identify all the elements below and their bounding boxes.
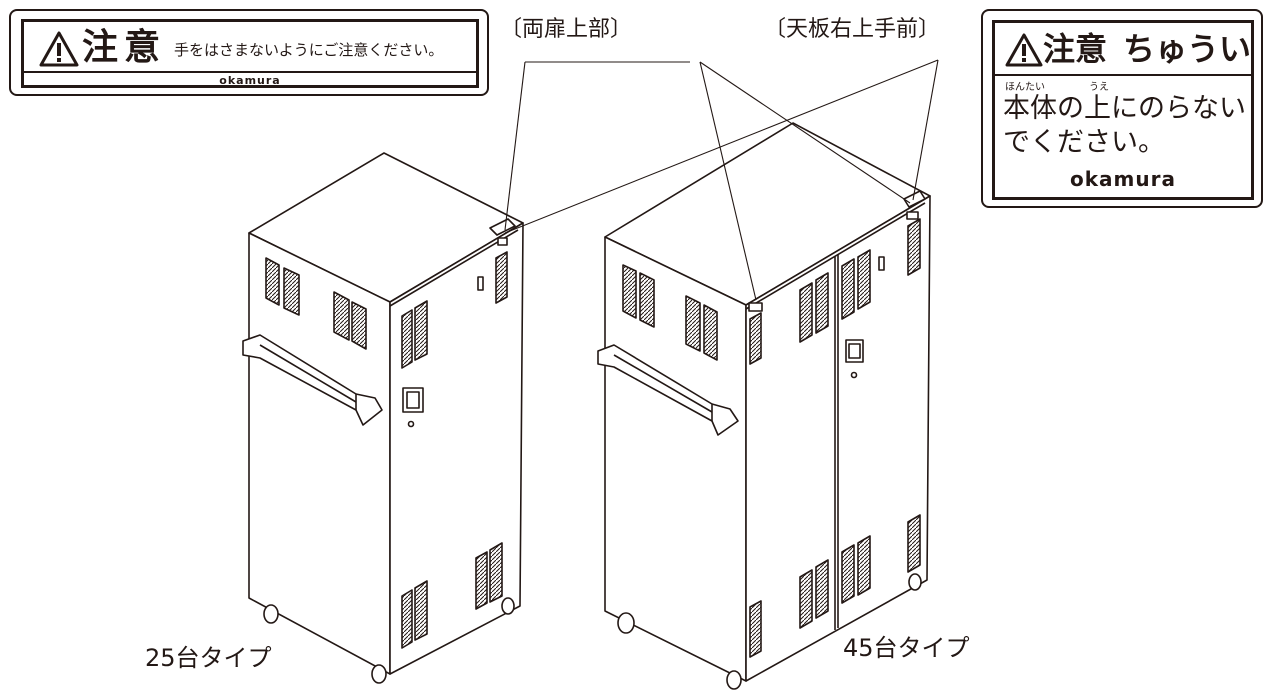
cabinet-45-type (597, 122, 931, 690)
callout-doors-top: 〔両扉上部〕 (500, 17, 633, 42)
ruby-ue: うえ (1089, 82, 1109, 93)
no-climb-warning-frame: 注意 ちゅうい ほんたい うえ 本体の上にのらない でください。 okamura (992, 20, 1254, 200)
ruby-hontai: ほんたい (1005, 82, 1045, 93)
no-climb-warning-title-kana: ちゅうい (1123, 30, 1252, 68)
pinch-warning-divider (24, 71, 476, 73)
type-label-25: 25台タイプ (145, 644, 272, 672)
no-climb-warning-label: 注意 ちゅうい ほんたい うえ 本体の上にのらない でください。 okamura (981, 9, 1263, 208)
warning-triangle-icon (39, 31, 79, 67)
pinch-warning-frame: 注意 手をはさまないようにご注意ください。 okamura (21, 19, 479, 88)
no-climb-warning-title: 注意 (1043, 30, 1108, 68)
no-climb-warning-line2: でください。 (1003, 127, 1165, 158)
no-climb-warning-divider (995, 74, 1251, 76)
type-label-45: 45台タイプ (843, 634, 970, 662)
pinch-warning-brand: okamura (219, 74, 281, 87)
pinch-warning-title: 注意 (82, 27, 167, 68)
cabinet-25-type (242, 152, 524, 684)
pinch-warning-message: 手をはさまないようにご注意ください。 (174, 41, 444, 59)
no-climb-warning-brand: okamura (1070, 167, 1176, 191)
warning-triangle-icon (1005, 33, 1043, 67)
no-climb-warning-line1: 本体の上にのらない (1003, 93, 1246, 124)
callout-top-right-front: 〔天板右上手前〕 (764, 17, 941, 42)
pinch-warning-label: 注意 手をはさまないようにご注意ください。 okamura (9, 9, 489, 96)
leader-lines (504, 59, 939, 301)
